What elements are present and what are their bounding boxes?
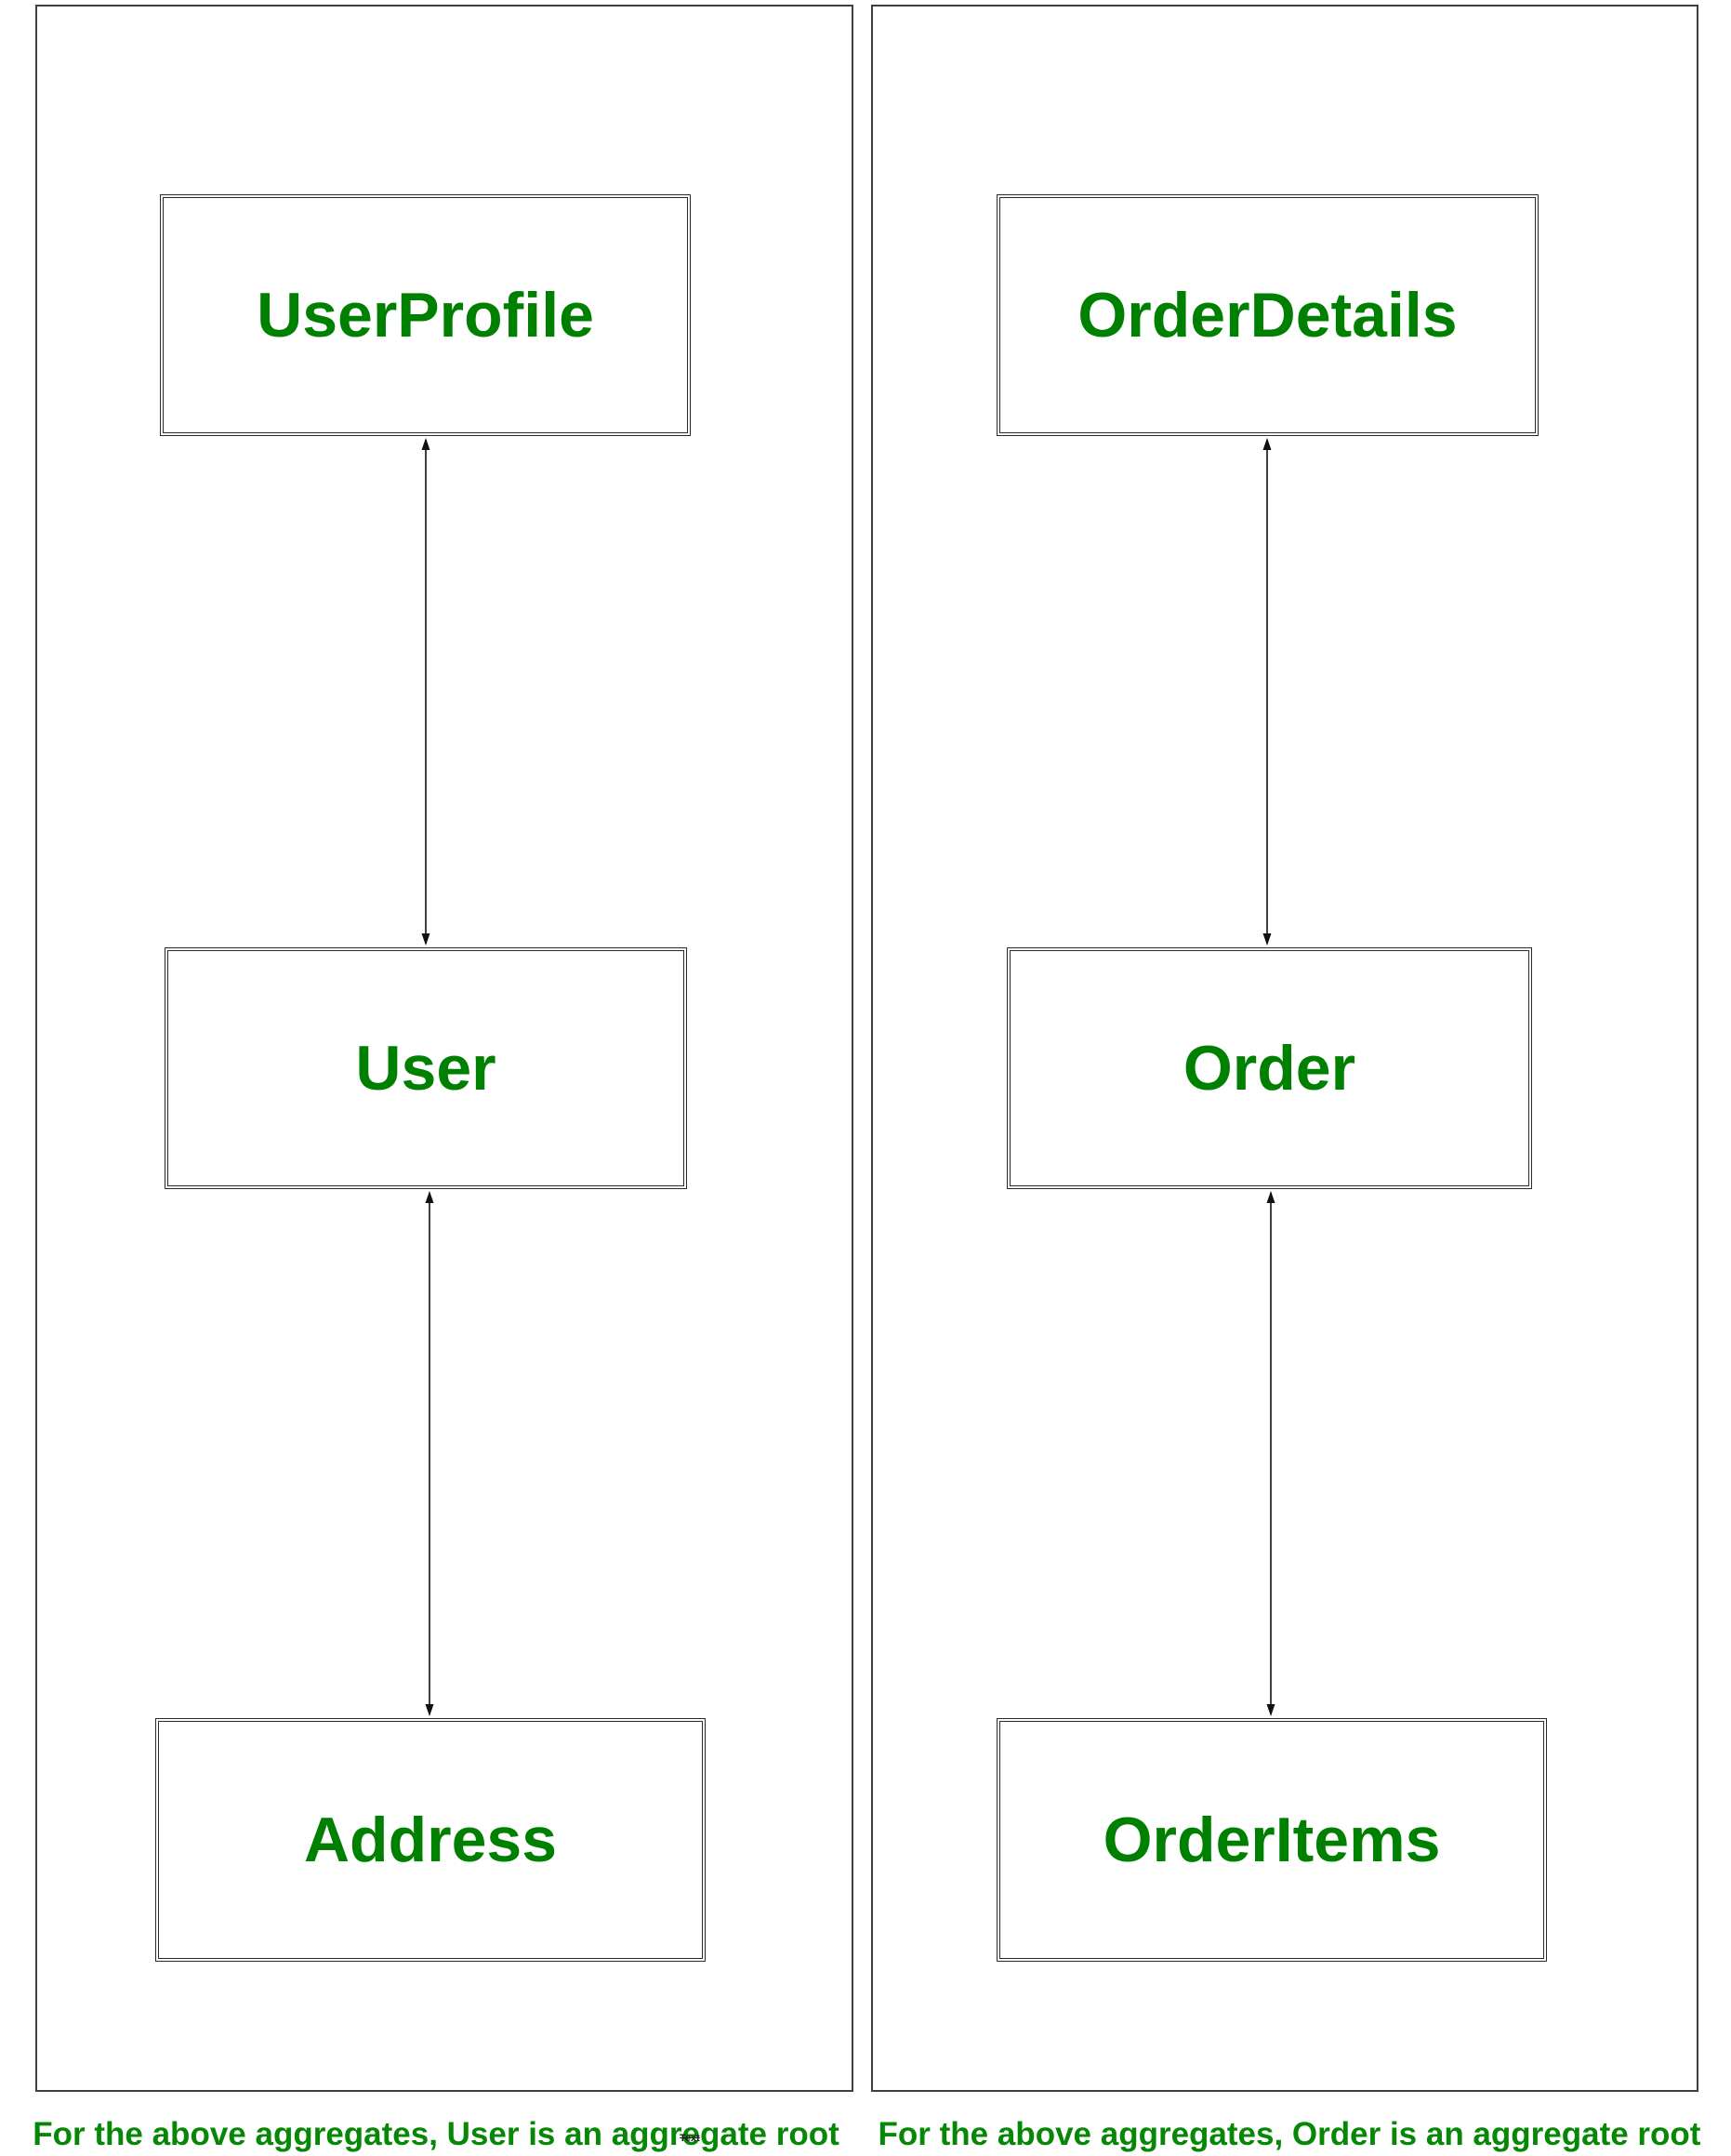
entity-label-address: Address xyxy=(303,1805,558,1875)
entity-box-orderdetails: OrderDetails xyxy=(997,194,1539,436)
entity-box-userprofile: UserProfile xyxy=(160,194,691,436)
entity-box-orderitems: OrderItems xyxy=(997,1718,1547,1962)
entity-label-userprofile: UserProfile xyxy=(257,280,594,351)
entity-label-orderitems: OrderItems xyxy=(1103,1805,1441,1875)
entity-label-orderdetails: OrderDetails xyxy=(1077,280,1458,351)
caption-order-aggregate-root: For the above aggregates, Order is an ag… xyxy=(878,2116,1701,2152)
caption-user-aggregate-root: For the above aggregates, User is an agg… xyxy=(33,2116,839,2152)
entity-box-address: Address xyxy=(155,1718,706,1962)
entity-label-user: User xyxy=(355,1033,496,1104)
entity-box-order: Order xyxy=(1007,947,1532,1189)
text-placeholder-artifact: Text xyxy=(680,2133,700,2144)
entity-label-order: Order xyxy=(1183,1033,1356,1104)
entity-box-user: User xyxy=(165,947,687,1189)
